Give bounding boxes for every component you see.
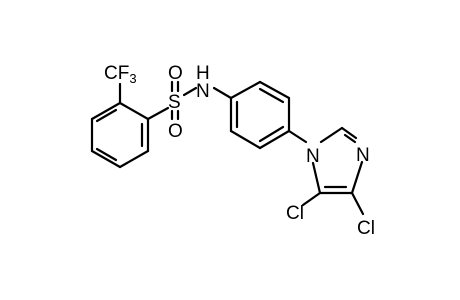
bond — [258, 125, 285, 143]
bond — [258, 87, 285, 104]
atom-n-amide: N — [196, 81, 210, 102]
atom-imidazole-n1: N — [306, 146, 320, 167]
bond — [90, 101, 122, 121]
bond — [340, 126, 358, 140]
bond — [146, 106, 170, 121]
bond — [258, 129, 291, 150]
atom-label-group: CF3 S O O H N N N Cl Cl — [104, 63, 375, 239]
bond — [229, 129, 262, 150]
atom-chlorine-4: Cl — [357, 218, 375, 239]
atom-sulfur: S — [168, 92, 181, 113]
bond — [319, 126, 344, 144]
bond — [350, 191, 365, 216]
atom-h: H — [196, 63, 210, 84]
bond — [118, 101, 150, 121]
bond — [118, 149, 150, 169]
atom-cf3-symbol: CF — [104, 63, 129, 84]
bond — [229, 80, 262, 100]
atom-cf3: CF3 — [104, 63, 137, 86]
bond — [301, 191, 322, 207]
atom-oxygen-bottom: O — [168, 121, 183, 142]
bond — [95, 108, 118, 123]
bond-group — [90, 80, 365, 216]
atom-chlorine-5: Cl — [286, 203, 304, 224]
bond — [90, 149, 122, 169]
atom-cf3-subscript: 3 — [129, 71, 136, 86]
bond — [212, 86, 233, 100]
bond — [287, 129, 308, 144]
atom-oxygen-top: O — [168, 63, 183, 84]
bond — [343, 133, 357, 144]
atom-imidazole-n3: N — [356, 145, 370, 166]
bond — [350, 160, 364, 195]
bond — [311, 161, 322, 195]
bond — [258, 80, 291, 100]
bond — [95, 147, 118, 162]
bond — [182, 86, 198, 97]
